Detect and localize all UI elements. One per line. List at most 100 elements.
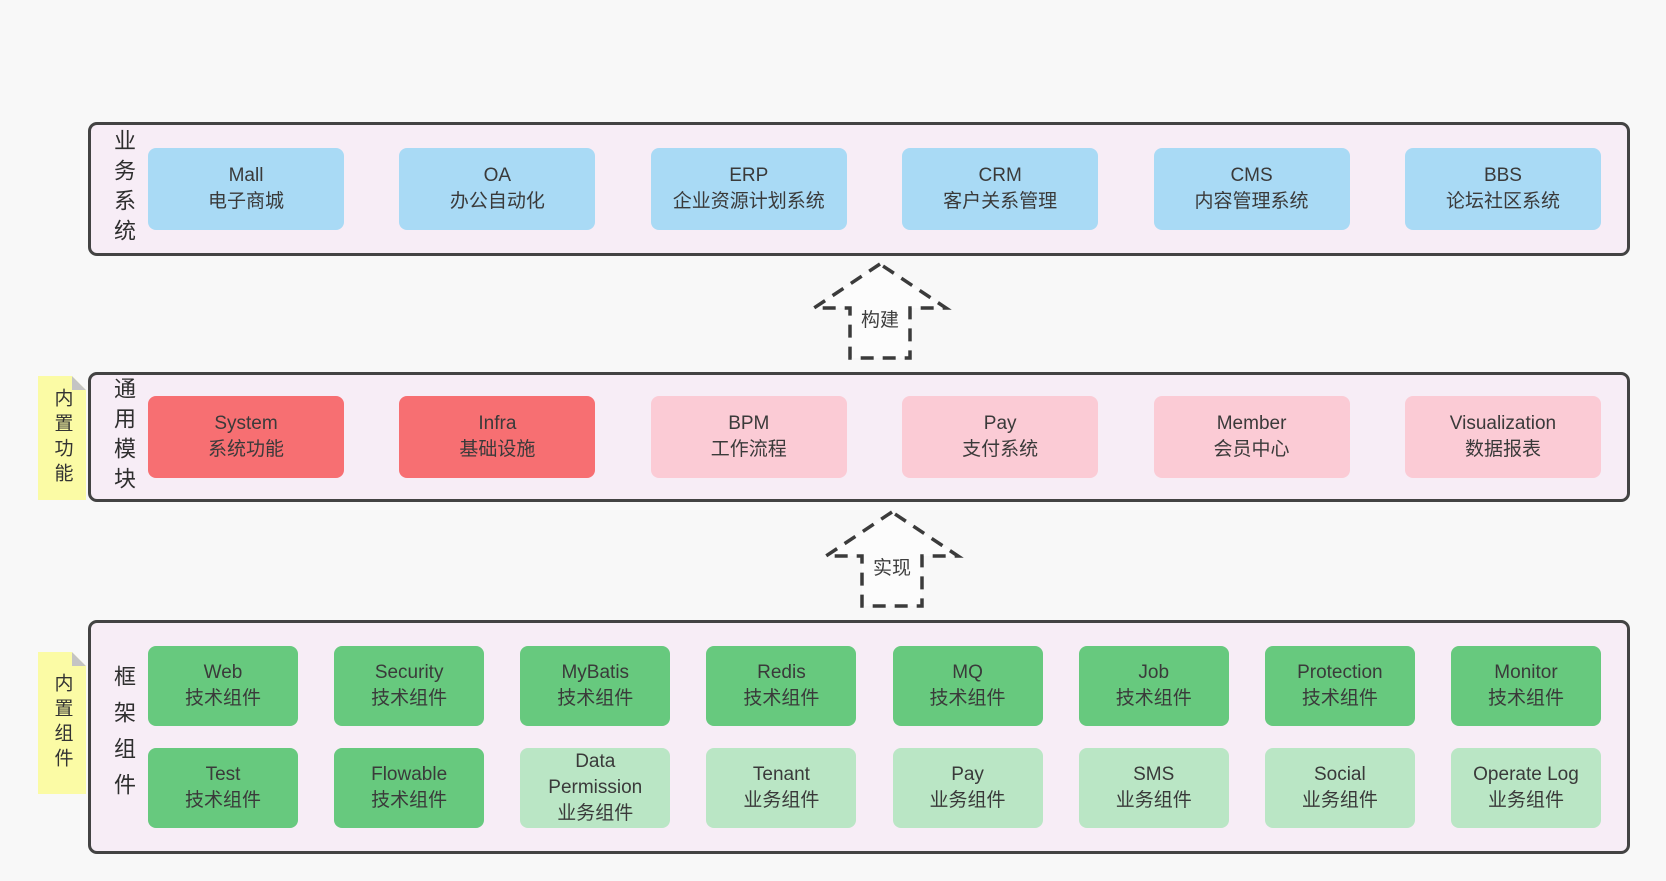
box-subtitle: 数据报表 bbox=[1464, 439, 1541, 460]
box-member: Member 会员中心 bbox=[1153, 396, 1350, 478]
box-bpm: BPM 工作流程 bbox=[650, 396, 847, 478]
box-title: BPM bbox=[728, 412, 770, 434]
box-subtitle: 基础设施 bbox=[459, 439, 536, 460]
box-test: Test 技术组件 bbox=[148, 748, 298, 828]
band-business-systems: 业务系统 Mall 电子商城 OA 办公自动化 ERP 企业资源计划系统 CRM… bbox=[88, 122, 1630, 256]
box-title: Security bbox=[374, 661, 444, 683]
box-subtitle: 电子商城 bbox=[207, 191, 284, 212]
box-subtitle: 企业资源计划系统 bbox=[672, 191, 825, 212]
box-title: CRM bbox=[978, 164, 1022, 186]
box-subtitle: 办公自动化 bbox=[449, 191, 545, 212]
box-subtitle: 技术组件 bbox=[1115, 688, 1192, 709]
box-title: Web bbox=[203, 661, 243, 683]
band-framework-components-label: 框架组件 bbox=[111, 665, 136, 809]
box-title: Redis bbox=[757, 661, 806, 683]
box-web: Web 技术组件 bbox=[148, 646, 298, 726]
box-flowable: Flowable 技术组件 bbox=[334, 748, 485, 828]
box-title: Visualization bbox=[1449, 412, 1557, 434]
box-subtitle: 客户关系管理 bbox=[943, 191, 1058, 212]
framework-components-row-1: Web 技术组件 Security 技术组件 MyBatis 技术组件 Redi… bbox=[148, 646, 1601, 726]
box-title: Monitor bbox=[1494, 661, 1558, 683]
box-sms: SMS 业务组件 bbox=[1078, 748, 1229, 828]
business-systems-boxes: Mall 电子商城 OA 办公自动化 ERP 企业资源计划系统 CRM 客户关系… bbox=[148, 125, 1601, 253]
box-operate-log: Operate Log 业务组件 bbox=[1450, 748, 1601, 828]
box-system: System 系统功能 bbox=[148, 396, 344, 478]
box-subtitle: 业务组件 bbox=[1301, 790, 1378, 811]
box-title: Tenant bbox=[752, 763, 810, 785]
box-visualization: Visualization 数据报表 bbox=[1404, 396, 1601, 478]
box-subtitle: 业务组件 bbox=[743, 790, 820, 811]
box-title: Pay bbox=[951, 763, 984, 785]
box-subtitle: 技术组件 bbox=[929, 688, 1006, 709]
box-title: Mall bbox=[228, 164, 264, 186]
box-title: Operate Log bbox=[1473, 763, 1579, 785]
box-subtitle: 论坛社区系统 bbox=[1445, 191, 1560, 212]
box-cms: CMS 内容管理系统 bbox=[1153, 148, 1350, 230]
framework-components-row-2: Test 技术组件 Flowable 技术组件 Data Permission … bbox=[148, 748, 1601, 828]
box-subtitle: 技术组件 bbox=[184, 688, 261, 709]
box-title: Data Permission bbox=[548, 750, 643, 798]
box-tenant: Tenant 业务组件 bbox=[706, 748, 857, 828]
box-security: Security 技术组件 bbox=[334, 646, 485, 726]
build-arrow-label: 构建 bbox=[861, 309, 899, 331]
box-title: Protection bbox=[1297, 661, 1383, 683]
common-modules-boxes: System 系统功能 Infra 基础设施 BPM 工作流程 Pay 支付系统… bbox=[148, 375, 1601, 499]
box-pay-module: Pay 支付系统 bbox=[902, 396, 1099, 478]
box-title: Social bbox=[1313, 763, 1366, 785]
box-mybatis: MyBatis 技术组件 bbox=[520, 646, 671, 726]
box-subtitle: 技术组件 bbox=[557, 688, 634, 709]
box-bbs: BBS 论坛社区系统 bbox=[1404, 148, 1601, 230]
box-social: Social 业务组件 bbox=[1264, 748, 1415, 828]
box-data-permission: Data Permission 业务组件 bbox=[520, 748, 671, 828]
box-oa: OA 办公自动化 bbox=[399, 148, 596, 230]
box-subtitle: 技术组件 bbox=[371, 688, 448, 709]
box-subtitle: 技术组件 bbox=[184, 790, 261, 811]
box-title: BBS bbox=[1483, 164, 1522, 186]
box-subtitle: 内容管理系统 bbox=[1194, 191, 1309, 212]
implement-arrow-icon: 实现 bbox=[820, 509, 964, 608]
box-redis: Redis 技术组件 bbox=[706, 646, 857, 726]
box-subtitle: 技术组件 bbox=[1487, 688, 1564, 709]
box-title: ERP bbox=[729, 164, 769, 186]
box-subtitle: 会员中心 bbox=[1213, 439, 1290, 460]
sticky-note-built-in-features: 内置功能 bbox=[38, 376, 86, 500]
sticky-note-label: 内置功能 bbox=[51, 388, 73, 488]
box-infra: Infra 基础设施 bbox=[399, 396, 596, 478]
box-monitor: Monitor 技术组件 bbox=[1450, 646, 1601, 726]
box-crm: CRM 客户关系管理 bbox=[902, 148, 1099, 230]
box-subtitle: 系统功能 bbox=[207, 439, 284, 460]
box-title: MyBatis bbox=[561, 661, 630, 683]
box-subtitle: 业务组件 bbox=[1115, 790, 1192, 811]
box-title: Job bbox=[1138, 661, 1170, 683]
box-subtitle: 业务组件 bbox=[929, 790, 1006, 811]
box-title: Infra bbox=[478, 412, 517, 434]
box-erp: ERP 企业资源计划系统 bbox=[650, 148, 847, 230]
box-title: CMS bbox=[1230, 164, 1273, 186]
box-subtitle: 技术组件 bbox=[1301, 688, 1378, 709]
sticky-fold-corner-icon bbox=[72, 376, 86, 390]
band-business-systems-label: 业务系统 bbox=[111, 129, 136, 249]
box-title: Pay bbox=[983, 412, 1017, 434]
band-common-modules-label: 通用模块 bbox=[111, 377, 136, 497]
sticky-note-built-in-components: 内置组件 bbox=[38, 652, 86, 794]
box-subtitle: 工作流程 bbox=[710, 439, 787, 460]
box-title: OA bbox=[483, 164, 512, 186]
box-mall: Mall 电子商城 bbox=[148, 148, 344, 230]
sticky-fold-corner-icon bbox=[72, 652, 86, 666]
box-title: System bbox=[214, 412, 278, 434]
box-job: Job 技术组件 bbox=[1078, 646, 1229, 726]
box-title: Test bbox=[205, 763, 241, 785]
band-framework-components: 框架组件 Web 技术组件 Security 技术组件 MyBatis 技术组件… bbox=[88, 620, 1630, 854]
box-title: Member bbox=[1216, 412, 1287, 434]
box-mq: MQ 技术组件 bbox=[892, 646, 1043, 726]
box-subtitle: 业务组件 bbox=[1487, 790, 1564, 811]
box-subtitle: 支付系统 bbox=[962, 439, 1039, 460]
box-pay-component: Pay 业务组件 bbox=[892, 748, 1043, 828]
box-protection: Protection 技术组件 bbox=[1264, 646, 1415, 726]
framework-components-rows: Web 技术组件 Security 技术组件 MyBatis 技术组件 Redi… bbox=[148, 623, 1601, 851]
box-title: MQ bbox=[952, 661, 983, 683]
build-arrow-icon: 构建 bbox=[808, 261, 952, 360]
box-title: SMS bbox=[1133, 763, 1175, 785]
box-subtitle: 业务组件 bbox=[557, 803, 634, 825]
